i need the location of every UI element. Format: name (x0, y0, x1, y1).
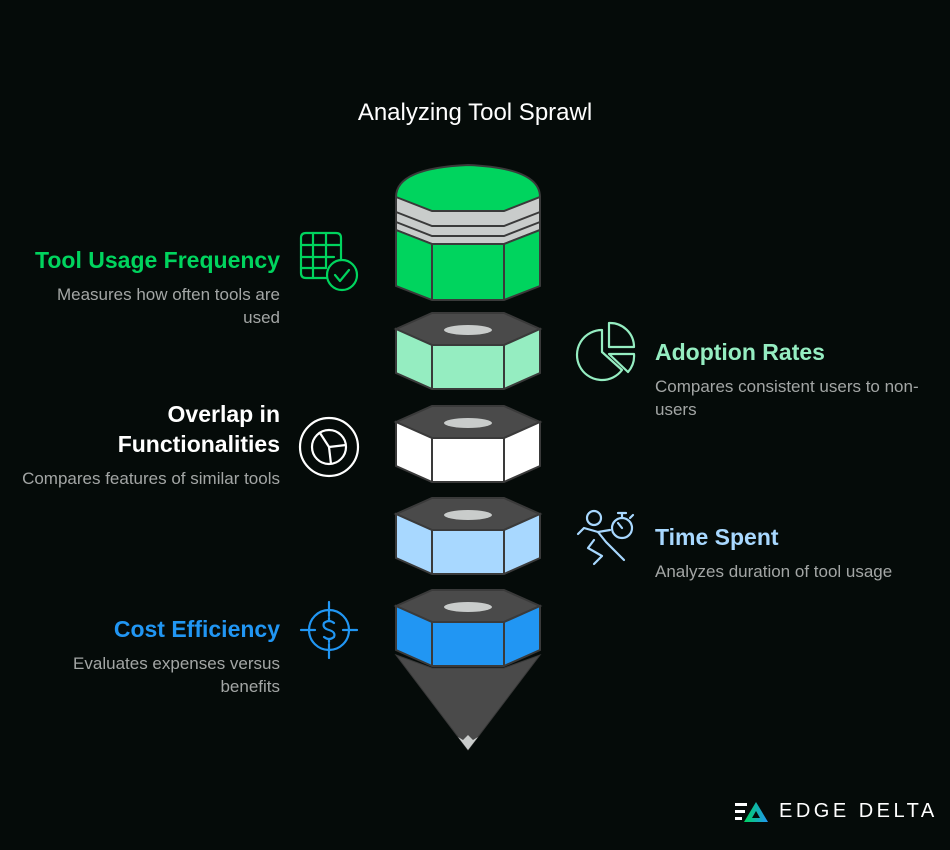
item-heading: Overlap in Functionalities (117, 401, 280, 457)
item-time-spent: Time Spent Analyzes duration of tool usa… (655, 522, 895, 583)
pencil-tip (394, 653, 542, 751)
item-description: Measures how often tools are used (56, 285, 280, 327)
edge-delta-logo-icon (735, 801, 768, 822)
item-overlap-in-functionalities: Overlap in Functionalities Compares feat… (20, 399, 280, 490)
pencil-segment (393, 405, 543, 483)
diagram-title: Analyzing Tool Sprawl (357, 99, 593, 126)
pencil-segment (393, 312, 543, 390)
pie-chart-icon (575, 321, 636, 382)
edge-delta-logo-text: EDGE DELTA (779, 800, 938, 822)
segment-hole (444, 325, 492, 335)
item-cost-efficiency: Cost Efficiency Evaluates expenses versu… (20, 614, 280, 698)
pencil-cap-segment (395, 163, 541, 301)
item-heading: Time Spent (655, 524, 779, 550)
item-description: Compares features of similar tools (22, 469, 280, 488)
segment-hole (444, 418, 492, 428)
item-adoption-rates: Adoption Rates Compares consistent users… (655, 337, 925, 421)
table-check-icon (299, 231, 359, 292)
runner-stopwatch-icon (576, 509, 635, 566)
item-heading: Cost Efficiency (113, 616, 280, 642)
item-heading: Adoption Rates (655, 339, 825, 365)
item-heading: Tool Usage Frequency (35, 247, 280, 273)
segment-hole (444, 602, 492, 612)
dollar-target-icon (299, 600, 359, 660)
pencil-segment (393, 589, 543, 667)
item-description: Evaluates expenses versus benefits (73, 654, 280, 696)
pencil-segment (393, 497, 543, 575)
segment-hole (444, 510, 492, 520)
edge-delta-logo: EDGE DELTA (735, 800, 938, 823)
item-tool-usage-frequency: Tool Usage Frequency Measures how often … (20, 245, 280, 329)
item-description: Compares consistent users to non-users (655, 377, 919, 419)
item-description: Analyzes duration of tool usage (655, 562, 893, 581)
circle-pie-icon (298, 416, 360, 478)
